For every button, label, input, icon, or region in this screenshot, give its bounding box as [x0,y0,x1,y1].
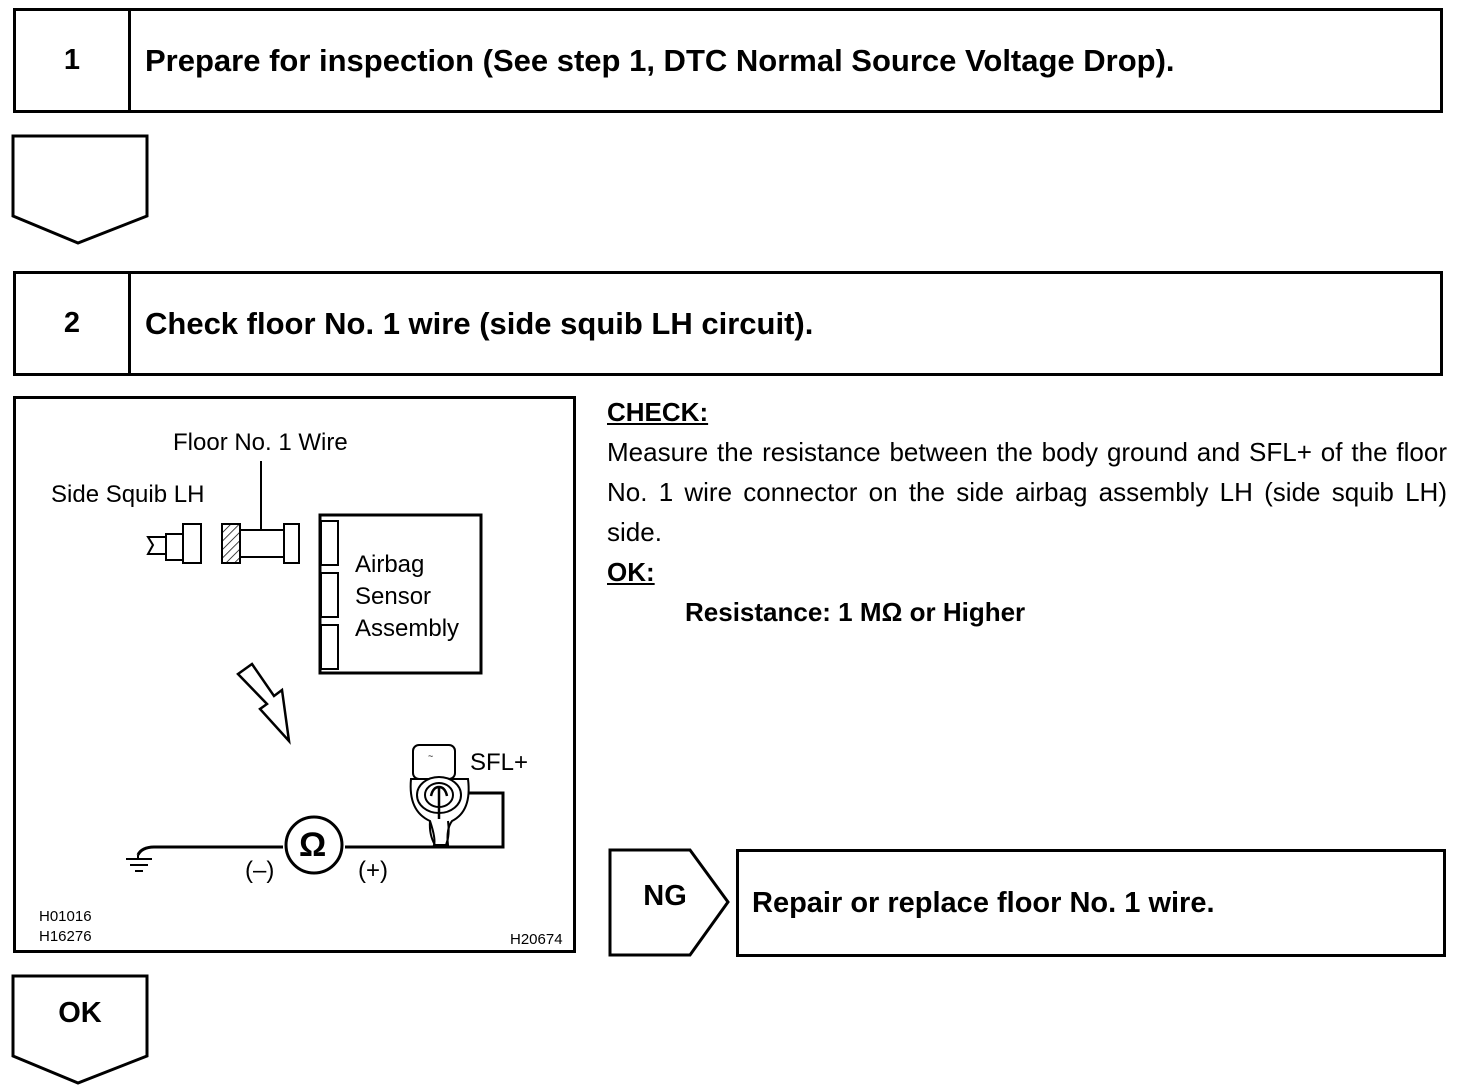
ng-label: NG [643,880,687,912]
check-heading: CHECK: [607,397,709,427]
sensor-connector-3 [320,624,339,670]
wiring-figure: ~ Floor No. 1 Wire Side Squib LH Airbag … [13,396,576,953]
step-2-number: 2 [16,274,131,373]
floor-wire-body [239,529,285,558]
step-1-title: Prepare for inspection (See step 1, DTC … [145,42,1175,78]
ng-action-box: Repair or replace floor No. 1 wire. [736,849,1446,957]
check-section: CHECK: Measure the resistance between th… [607,392,1452,632]
minus-label: (–) [245,857,275,884]
ng-arrow [608,848,730,957]
floor-wire-label: Floor No. 1 Wire [173,429,348,456]
ground-symbol [126,855,152,872]
ohmmeter-icon [284,815,344,875]
airbag-label: Airbag [355,551,425,578]
check-instructions: Measure the resistance between the body … [607,437,1447,547]
sensor-connector-2 [320,572,339,618]
wire-connector-hatched [221,523,241,564]
flow-arrow-down [11,134,149,245]
svg-text:~: ~ [428,751,433,761]
figure-code-1: H01016 [39,908,92,925]
side-squib-connector [146,523,202,564]
sfl-terminal-label: SFL+ [470,749,529,776]
resistance-spec: Resistance: 1 MΩ or Higher [685,597,1026,627]
sfl-connector: ~ [409,744,470,846]
procedure-arrow [236,662,291,745]
figure-code-2: H16276 [39,928,92,945]
sensor-label: Sensor [355,583,432,610]
step-1-number: 1 [16,11,131,110]
figure-code-3: H20674 [510,931,563,948]
ok-label: OK [58,997,102,1029]
assembly-label: Assembly [355,615,460,642]
step-2-title: Check floor No. 1 wire (side squib LH ci… [145,305,814,341]
step-1-box: 1 Prepare for inspection (See step 1, DT… [13,8,1443,113]
ohmmeter-wiring [136,791,505,856]
wiring-diagram: ~ [126,461,505,875]
wire-connector-end [283,523,300,564]
ok-heading: OK: [607,557,655,587]
step-2-box: 2 Check floor No. 1 wire (side squib LH … [13,271,1443,376]
ok-arrow [11,974,149,1085]
side-squib-label: Side Squib LH [51,481,205,508]
ohm-symbol: Ω [299,826,327,864]
plus-label: (+) [358,857,388,884]
sensor-connector-1 [320,520,339,566]
